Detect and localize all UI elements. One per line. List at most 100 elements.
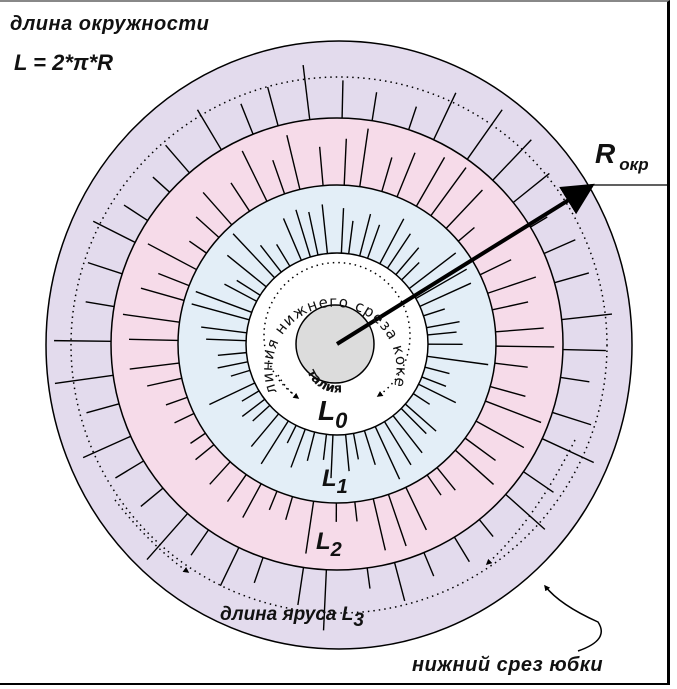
radial-tick — [165, 144, 190, 174]
radial-tick — [188, 240, 207, 254]
radial-tick — [236, 279, 261, 296]
radial-tick — [297, 567, 305, 606]
radial-tick — [230, 182, 251, 212]
yoke-dotted-arc — [263, 261, 411, 397]
radial-tick — [445, 189, 483, 229]
radial-tick — [421, 376, 447, 387]
radial-tick — [433, 92, 457, 141]
radial-tick — [495, 345, 555, 348]
radial-tick — [464, 437, 496, 462]
radial-tick — [400, 407, 427, 435]
radial-tick — [405, 487, 427, 531]
radial-tick — [427, 331, 457, 336]
radial-tick — [423, 308, 445, 317]
tier-dotted-arc-left — [114, 499, 190, 573]
radial-tick — [393, 562, 406, 602]
radial-tick — [190, 432, 206, 444]
radial-tick — [250, 413, 280, 447]
radial-tick — [386, 233, 411, 269]
radial-tick — [341, 80, 344, 119]
radial-tick — [387, 494, 407, 547]
radial-tick — [147, 377, 182, 387]
radial-tick — [466, 109, 503, 160]
radial-tick — [129, 362, 180, 370]
radial-tick — [359, 128, 369, 187]
hem-pointer-arrow — [544, 584, 602, 652]
radial-tick — [340, 208, 345, 254]
radial-tick — [318, 146, 324, 186]
radial-tick — [209, 461, 231, 485]
radial-tick — [412, 393, 431, 405]
radial-tick — [259, 244, 282, 273]
radial-tick — [561, 313, 613, 321]
radial-tick — [494, 362, 528, 368]
radial-tick — [85, 301, 115, 308]
radial-tick — [475, 420, 525, 449]
radial-tick — [174, 412, 195, 424]
radial-tick — [285, 496, 294, 520]
label-L2: L2 — [316, 528, 342, 561]
radial-tick — [487, 276, 537, 294]
radial-tick — [140, 487, 164, 507]
radial-tick — [305, 501, 315, 554]
radial-tick — [381, 157, 393, 192]
radial-tick — [371, 92, 378, 121]
radial-tick — [396, 152, 416, 198]
radial-tick — [87, 261, 123, 275]
radial-tick — [302, 64, 311, 120]
radial-tick — [306, 432, 316, 461]
radial-tick — [560, 376, 590, 383]
radial-tick — [217, 361, 248, 369]
radial-tick — [330, 434, 334, 479]
radial-tick — [140, 287, 185, 302]
radial-tick — [92, 220, 136, 244]
radial-tick — [321, 204, 329, 254]
radial-tick — [424, 366, 450, 375]
radial-tick — [286, 135, 301, 190]
radial-tick — [322, 569, 328, 631]
radial-tick — [430, 167, 467, 217]
radial-tick — [290, 429, 306, 468]
radial-tick — [240, 103, 254, 135]
radial-tick — [512, 172, 550, 204]
radial-tick — [195, 290, 252, 313]
radial-tick — [260, 420, 289, 465]
radial-tick — [86, 403, 120, 414]
radial-tick — [308, 211, 319, 256]
radial-tick — [266, 86, 279, 126]
radial-tick — [147, 243, 197, 271]
radial-tick — [490, 385, 526, 398]
radial-tick — [232, 233, 276, 279]
radial-tick — [282, 218, 302, 261]
radial-tick — [295, 209, 312, 258]
radial-tick — [352, 433, 360, 460]
radial-tick — [426, 321, 460, 329]
radial-tick — [272, 159, 286, 195]
radial-tick — [392, 415, 423, 454]
tier-length-label: длина яруса L3 — [220, 604, 364, 631]
radial-tick — [196, 109, 222, 151]
middle-ring-ticks — [122, 128, 555, 554]
radial-tick — [217, 351, 247, 357]
radial-tick — [478, 519, 494, 538]
radial-tick — [436, 467, 456, 491]
radial-tick — [379, 218, 405, 265]
radial-tick — [165, 396, 188, 406]
radial-tick — [395, 247, 420, 276]
radial-tick — [195, 444, 215, 461]
radial-tick — [374, 426, 401, 480]
radial-tick — [408, 252, 457, 290]
radial-tick — [209, 382, 256, 406]
radial-tick — [224, 283, 257, 302]
radial-tick — [158, 272, 190, 287]
radial-tick — [54, 339, 112, 343]
radial-tick — [492, 301, 529, 311]
radial-tick — [146, 513, 189, 561]
radial-tick — [219, 547, 240, 587]
radial-tick — [485, 400, 542, 424]
radial-tick — [418, 383, 457, 404]
radial-tick — [191, 303, 250, 321]
radial-tick — [322, 434, 328, 460]
radial-tick — [226, 474, 247, 503]
